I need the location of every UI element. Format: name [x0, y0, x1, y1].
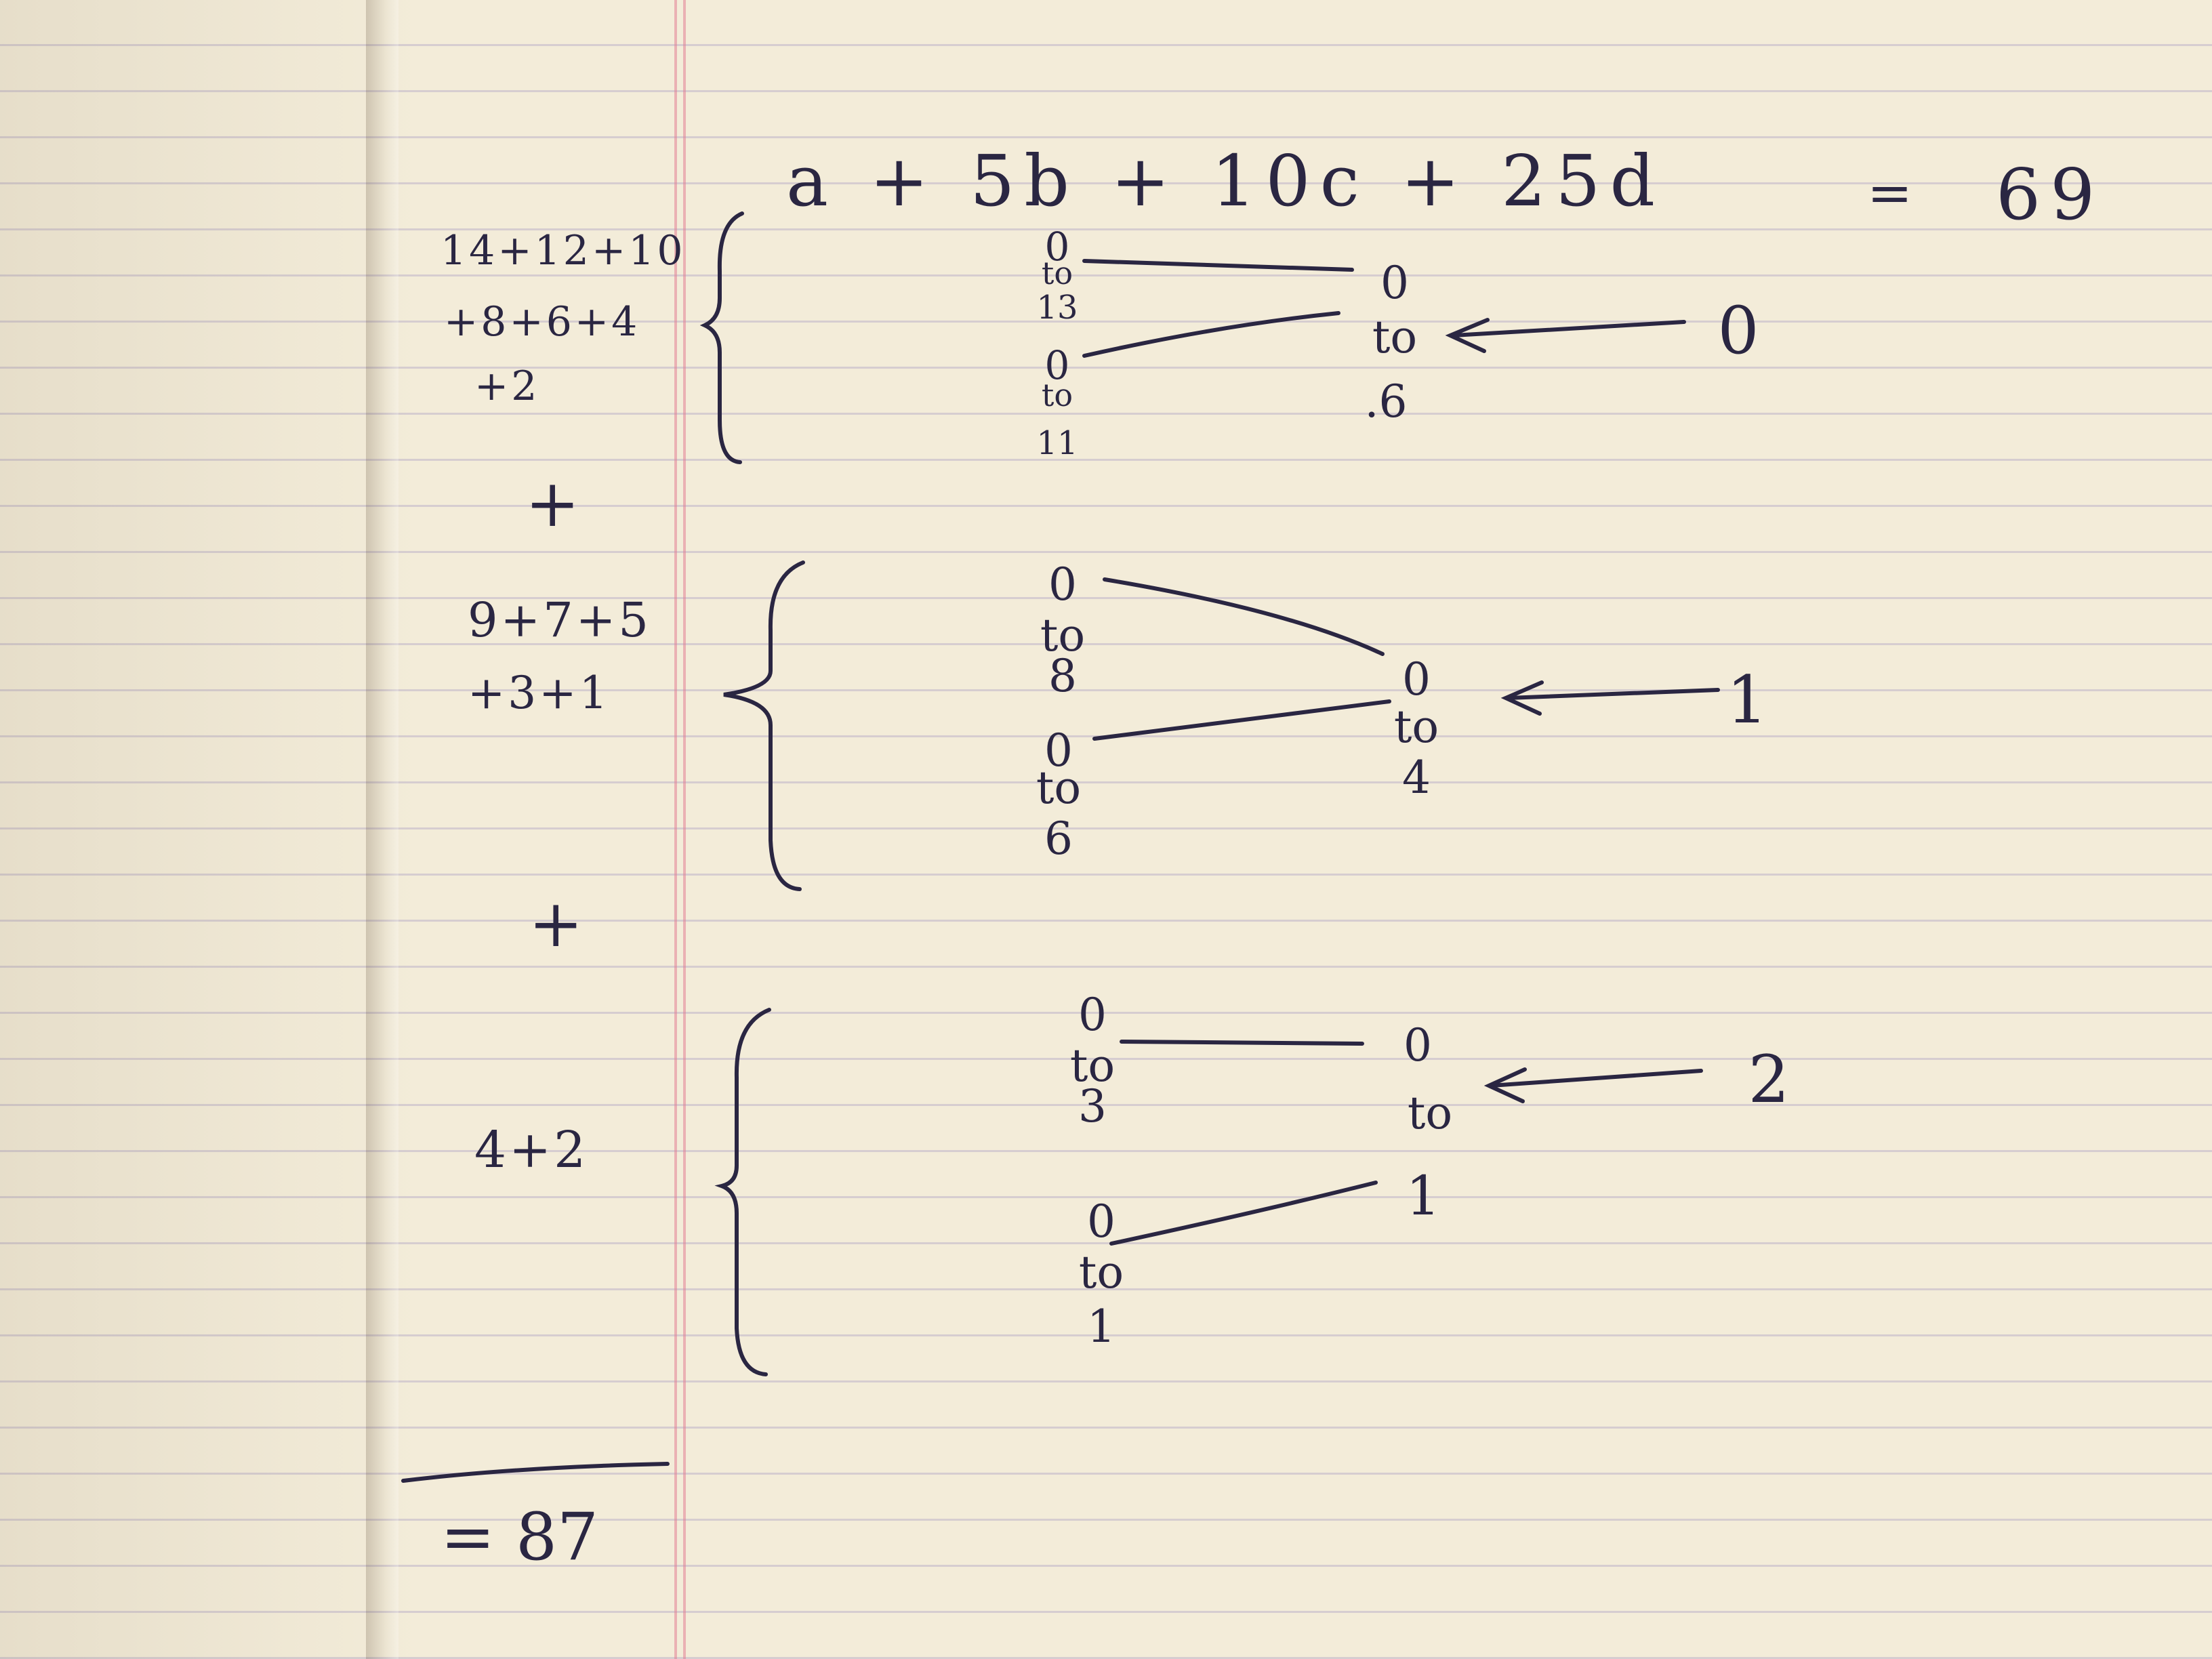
- arrow-head: [1483, 1067, 1527, 1103]
- connector-line: [1120, 1040, 1364, 1046]
- arrow-head: [1445, 318, 1490, 353]
- b-range-to-word: to: [1040, 609, 1086, 661]
- equation-rhs: 69: [1996, 153, 2105, 236]
- sum-group1-line2: +8+6+4: [444, 298, 640, 346]
- b-range-to: 6: [1044, 813, 1073, 865]
- c-range-to: 4: [1402, 752, 1431, 804]
- connector-line: [1082, 259, 1354, 272]
- left-brace: [699, 211, 744, 464]
- equation-equals: =: [1867, 161, 1923, 224]
- c-range-from: 0: [1402, 653, 1431, 705]
- b-range-to-word: to: [1041, 255, 1073, 291]
- c-range-to: .6: [1364, 375, 1408, 428]
- arrow-line: [1452, 320, 1686, 337]
- b-range-from: 0: [1087, 1195, 1115, 1248]
- connector-line: [1103, 577, 1385, 656]
- arrow-line: [1489, 1069, 1703, 1088]
- b-range-from: 0: [1044, 342, 1070, 388]
- b-range-from: 0: [1048, 558, 1077, 611]
- sum-group3-line1: 4+2: [474, 1121, 589, 1179]
- d-value: 1: [1726, 662, 1768, 738]
- sum-group1-line3: +2: [474, 363, 540, 410]
- b-range-to: 13: [1036, 289, 1078, 327]
- left-brace: [723, 560, 805, 891]
- total-rule: [401, 1462, 670, 1483]
- c-range-from: 0: [1380, 257, 1409, 309]
- c-range-to-word: to: [1372, 311, 1418, 363]
- d-value: 0: [1717, 293, 1759, 369]
- c-range-to-word: to: [1393, 701, 1439, 753]
- connector-line: [1082, 311, 1340, 358]
- result-total: = 87: [441, 1499, 599, 1575]
- equation-lhs: a + 5b + 10c + 25d: [786, 140, 1665, 222]
- sum-group2-line2: +3+1: [468, 667, 611, 719]
- b-range-to-word: to: [1041, 377, 1073, 413]
- b-range-from: 0: [1044, 724, 1073, 777]
- b-range-to-word: to: [1036, 762, 1082, 814]
- plus-sign: +: [529, 886, 583, 962]
- c-range-to-word: to: [1407, 1087, 1453, 1139]
- plus-sign: +: [525, 466, 580, 541]
- b-range-to: 3: [1078, 1080, 1107, 1132]
- b-range-to-word: to: [1078, 1246, 1124, 1298]
- connector-line: [1109, 1181, 1378, 1246]
- c-range-to: 1: [1406, 1164, 1441, 1227]
- sum-group2-line1: 9+7+5: [468, 592, 651, 648]
- b-range-to-word: to: [1069, 1040, 1115, 1092]
- d-value: 2: [1748, 1042, 1790, 1118]
- margin-line: [674, 0, 677, 1659]
- c-range-from: 0: [1404, 1019, 1432, 1071]
- connector-line: [1092, 699, 1391, 741]
- arrow-line: [1506, 688, 1720, 700]
- b-range-from: 0: [1078, 989, 1107, 1041]
- margin-line: [683, 0, 686, 1659]
- sum-group1-line1: 14+12+10: [441, 227, 686, 274]
- left-brace: [714, 1008, 771, 1376]
- page-fold: [366, 0, 398, 1659]
- b-range-to: 8: [1048, 650, 1077, 702]
- b-range-to: 11: [1036, 424, 1078, 462]
- b-range-to: 1: [1087, 1300, 1115, 1353]
- b-range-from: 0: [1044, 224, 1070, 270]
- arrow-head: [1500, 680, 1544, 716]
